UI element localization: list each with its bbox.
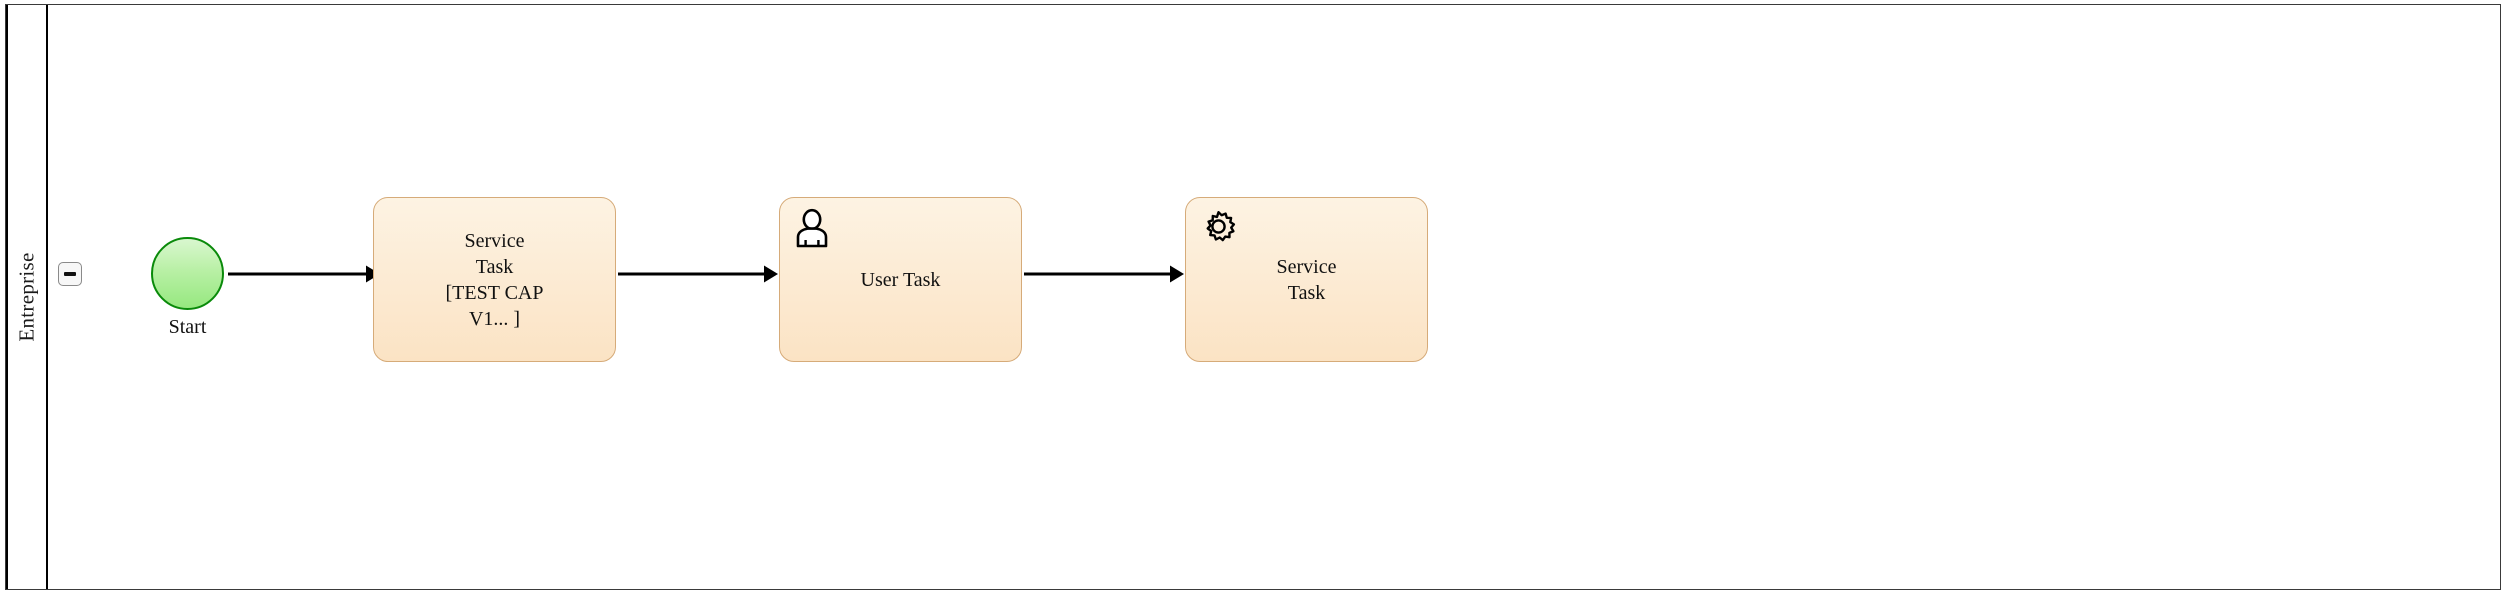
task-service-task-test-cap[interactable]: Service Task [TEST CAP V1... ] — [373, 197, 616, 362]
task-label: User Task — [860, 268, 941, 291]
sequence-flow-3 — [1024, 262, 1184, 286]
pool-header: Entreprise — [6, 5, 48, 589]
start-event[interactable]: Start — [151, 237, 224, 338]
start-event-circle — [151, 237, 224, 310]
task-service-task[interactable]: Service Task — [1185, 197, 1428, 362]
minus-icon — [64, 272, 76, 276]
sequence-flow-2 — [618, 262, 778, 286]
sequence-flow-1 — [228, 262, 380, 286]
start-event-label: Start — [168, 316, 207, 338]
collapse-toggle-button[interactable] — [58, 262, 82, 286]
user-icon — [792, 208, 832, 248]
gear-icon — [1198, 208, 1238, 248]
task-user-task[interactable]: User Task — [779, 197, 1022, 362]
task-label: Service Task — [1276, 255, 1337, 304]
task-label: Service Task [TEST CAP V1... ] — [445, 229, 544, 330]
pool-label: Entreprise — [14, 252, 39, 342]
